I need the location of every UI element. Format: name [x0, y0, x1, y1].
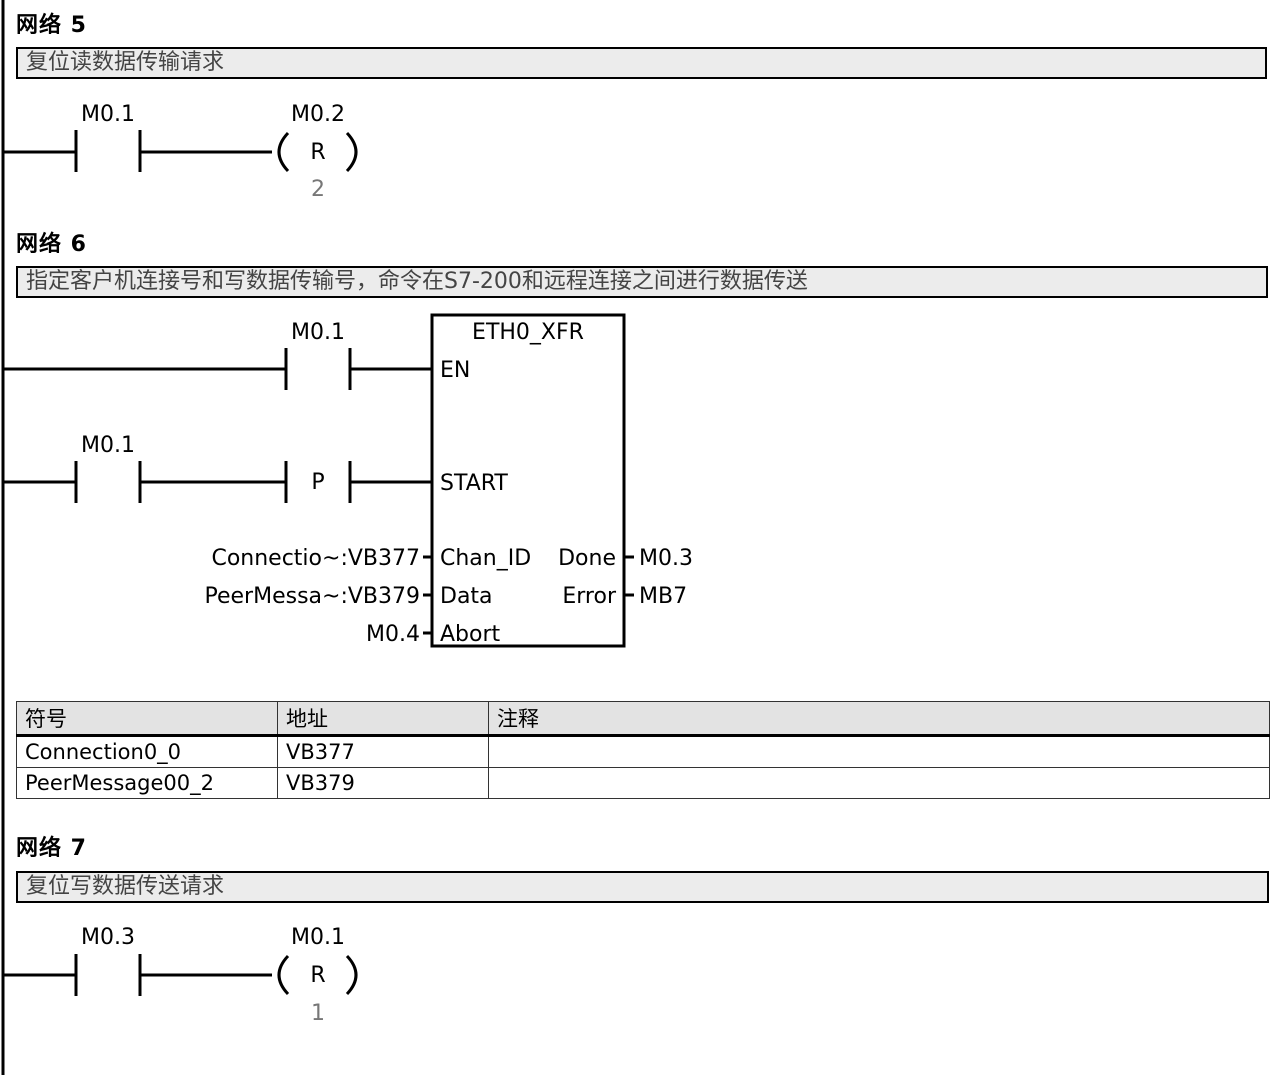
header-address[interactable]: 地址	[277, 701, 489, 737]
address-cell[interactable]: VB379	[277, 767, 489, 799]
header-comment[interactable]: 注释	[488, 701, 1270, 737]
table-row[interactable]: Connection0_0 VB377	[16, 735, 1270, 768]
pin-data: Data	[440, 584, 493, 609]
p-letter: P	[311, 470, 324, 495]
network-6-comment[interactable]: 指定客户机连接号和写数据传输号，命令在S7-200和远程连接之间进行数据传送	[16, 266, 1268, 298]
network-6-title: 网络 6	[16, 232, 87, 257]
symbol-table-header: 符号 地址 注释	[16, 701, 1270, 737]
coil-count: 1	[311, 1001, 325, 1026]
eth0-xfr-block[interactable]: ETH0_XFR EN START Chan_ID Data Abort Don…	[430, 313, 626, 648]
network-6-start-rung[interactable]: M0.1 P	[3, 433, 432, 503]
network-5-title: 网络 5	[16, 13, 87, 38]
coil-right-arc	[345, 131, 358, 173]
block-name: ETH0_XFR	[472, 320, 584, 345]
network-6-en-rung[interactable]: M0.1	[3, 320, 432, 390]
coil-letter: R	[310, 963, 325, 988]
coil-letter: R	[310, 140, 325, 165]
block-operands[interactable]: Connectio~:VB377 PeerMessa~:VB379 M0.4 M…	[205, 546, 693, 647]
pin-error: Error	[562, 584, 617, 609]
comment-cell[interactable]	[488, 767, 1270, 799]
contact-label: M0.1	[81, 102, 135, 127]
network-7-title: 网络 7	[16, 836, 87, 861]
block-frame	[430, 313, 626, 648]
network-5-rung[interactable]: M0.1 M0.2 R 2	[3, 102, 358, 202]
table-row[interactable]: PeerMessage00_2 VB379	[16, 767, 1270, 799]
symbol-cell[interactable]: Connection0_0	[16, 735, 278, 768]
data-operand: PeerMessa~:VB379	[205, 584, 421, 609]
pin-en: EN	[440, 358, 470, 383]
pin-abort: Abort	[440, 622, 501, 647]
symbol-table: 符号 地址 注释 Connection0_0 VB377 PeerMessage…	[16, 701, 1270, 799]
comment-cell[interactable]	[488, 735, 1270, 768]
contact-label: M0.3	[81, 925, 135, 950]
chan-id-operand: Connectio~:VB377	[211, 546, 420, 571]
start-contact-label: M0.1	[81, 433, 135, 458]
network-7-comment[interactable]: 复位写数据传送请求	[16, 871, 1269, 903]
abort-operand: M0.4	[366, 622, 420, 647]
error-operand: MB7	[639, 584, 687, 609]
pin-start: START	[440, 471, 508, 496]
coil-right-arc	[345, 954, 358, 996]
coil-count: 2	[311, 177, 325, 202]
symbol-cell[interactable]: PeerMessage00_2	[16, 767, 278, 799]
pin-chan-id: Chan_ID	[440, 546, 531, 571]
network-7-rung[interactable]: M0.3 M0.1 R 1	[3, 925, 358, 1026]
pin-done: Done	[558, 546, 616, 571]
address-cell[interactable]: VB377	[277, 735, 489, 768]
coil-left-arc	[277, 954, 290, 996]
coil-label: M0.2	[291, 102, 345, 127]
header-symbol[interactable]: 符号	[16, 701, 278, 737]
coil-left-arc	[277, 131, 290, 173]
network-5-comment[interactable]: 复位读数据传输请求	[16, 47, 1267, 79]
done-operand: M0.3	[639, 546, 693, 571]
coil-label: M0.1	[291, 925, 345, 950]
en-contact-label: M0.1	[291, 320, 345, 345]
